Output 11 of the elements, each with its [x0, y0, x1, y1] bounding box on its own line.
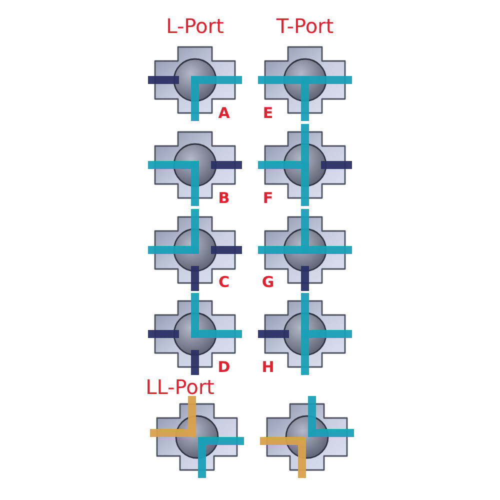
position-letter: E — [262, 104, 274, 122]
position-letter: D — [218, 358, 230, 376]
position-letter: G — [262, 273, 274, 291]
position-letter: C — [218, 273, 230, 291]
heading: LL-Port — [146, 375, 214, 399]
position-letter: F — [262, 189, 274, 207]
heading: T-Port — [276, 14, 334, 38]
heading: L-Port — [166, 14, 224, 38]
position-letter: H — [262, 358, 274, 376]
position-letter: B — [218, 189, 230, 207]
position-letter: A — [218, 104, 230, 122]
